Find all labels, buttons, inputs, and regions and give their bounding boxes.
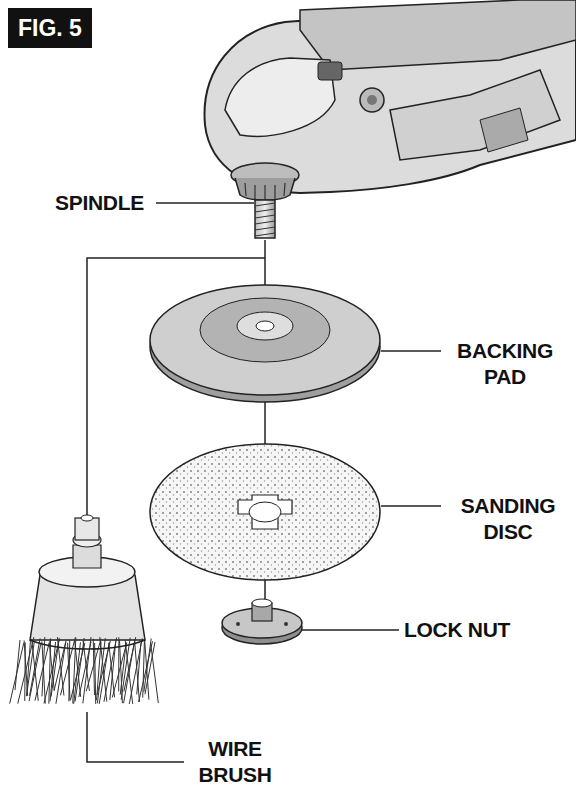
bristle (95, 643, 96, 704)
bristle (145, 642, 155, 694)
bristle (124, 642, 135, 703)
part-label: WIRE BRUSH (189, 736, 281, 788)
bristle (99, 642, 109, 704)
bristle (18, 637, 34, 704)
bristle (60, 637, 75, 695)
part-label: SPINDLE (55, 190, 144, 216)
part-label: BACKING PAD (446, 338, 564, 390)
bristle (15, 640, 20, 690)
bristle (29, 643, 41, 701)
figure-title: FIG. 5 (8, 8, 92, 48)
bristle (10, 643, 24, 704)
part-label: SANDING DISC (446, 493, 570, 545)
bristle (68, 640, 70, 701)
bristle (79, 642, 91, 697)
bristle (118, 637, 119, 691)
part-label: LOCK NUT (404, 617, 510, 643)
bristle (151, 643, 159, 703)
bristle (35, 641, 50, 700)
bristle (86, 639, 101, 691)
